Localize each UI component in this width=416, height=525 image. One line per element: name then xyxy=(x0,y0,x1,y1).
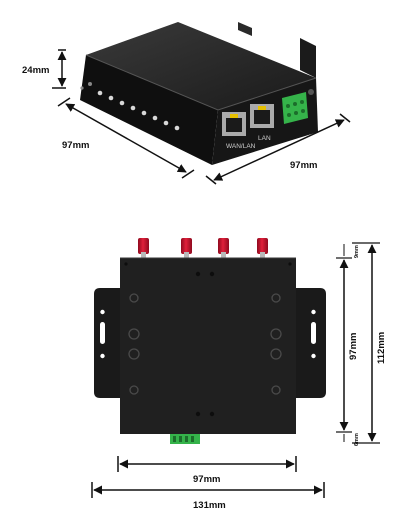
dimension-body-height: 97mm xyxy=(336,257,359,433)
ethernet-port-wan xyxy=(222,112,246,136)
dimension-width: 97mm xyxy=(205,113,351,185)
device-body xyxy=(120,258,296,434)
antenna xyxy=(138,238,149,258)
bracket-slots xyxy=(100,309,316,359)
power-jack xyxy=(308,89,314,95)
device-top-face xyxy=(86,22,316,110)
ethernet-port-lan xyxy=(250,104,274,128)
terminal-block xyxy=(282,92,308,124)
buttons-left xyxy=(80,82,92,90)
port-label-lan: LAN xyxy=(258,135,271,142)
dim-label-total-width: 131mm xyxy=(193,500,226,511)
dimension-depth: 97mm xyxy=(57,97,195,179)
screw-holes xyxy=(128,293,282,395)
antennas xyxy=(138,238,268,258)
dimension-total-height: 112mm xyxy=(352,242,387,444)
dimension-top-margin: 9mm xyxy=(343,244,360,258)
device-perspective-view: WAN/LAN LAN xyxy=(80,22,318,165)
dim-label-total-height: 112mm xyxy=(376,332,387,364)
dim-label-height: 24mm xyxy=(22,65,49,76)
dim-label-bottom-margin: 6mm xyxy=(354,433,360,446)
antenna xyxy=(218,238,229,258)
dimension-total-width: 131mm xyxy=(91,482,325,511)
antenna xyxy=(257,238,268,258)
dimension-body-width: 97mm xyxy=(117,456,297,485)
dimension-bottom-margin: 6mm xyxy=(343,433,360,446)
dim-label-body-width: 97mm xyxy=(193,474,220,485)
device-front-view xyxy=(94,238,326,444)
antenna xyxy=(181,238,192,258)
dim-label-depth: 97mm xyxy=(62,140,89,151)
port-label-wan: WAN/LAN xyxy=(226,143,256,150)
small-holes xyxy=(124,262,292,417)
dimension-height: 24mm xyxy=(22,49,67,89)
dim-label-body-height: 97mm xyxy=(348,333,359,360)
terminal-block-bottom xyxy=(170,434,200,444)
dim-label-width: 97mm xyxy=(290,160,317,171)
dim-label-top-margin: 9mm xyxy=(354,245,360,258)
